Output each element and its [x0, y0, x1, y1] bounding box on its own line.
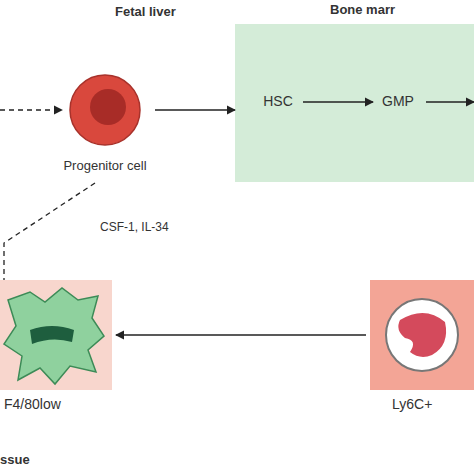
node-label: Progenitor cell [55, 158, 155, 174]
progenitor-cell-nucleus [90, 89, 126, 125]
node-label: HSC [255, 93, 301, 110]
connector-arrow [303, 101, 373, 102]
tissue-macrophage-box: F4/80low [0, 280, 112, 390]
connector-arrow [116, 334, 366, 335]
node-label: F4/80low [4, 396, 61, 413]
monocyte-nucleus [398, 313, 446, 357]
node-label: Ly6C+ [392, 396, 432, 413]
connector-arrow [155, 109, 235, 110]
macrophage-cell [4, 288, 104, 384]
connector-arrow [4, 183, 95, 280]
monocyte-box: Ly6C+ [370, 280, 474, 390]
progenitor-cell-body [70, 75, 140, 145]
monocyte-cell [386, 299, 458, 371]
node-label: Bone marr [330, 2, 395, 18]
node-label: GMP [375, 93, 421, 110]
region-heading: Fetal liver [115, 4, 176, 20]
progenitor-cell: Progenitor cell [55, 72, 155, 177]
hsc-stage: HSC [255, 90, 301, 114]
bone-marrow-band: HSCGMPBone marr [235, 24, 474, 182]
outgoing-arrow [426, 101, 474, 102]
macrophage-nucleus [30, 326, 74, 344]
region-heading: ssue [0, 452, 30, 468]
edge-label: CSF-1, IL-34 [100, 220, 169, 234]
incoming-dashed-arrow [0, 109, 62, 110]
gmp-stage: GMP [375, 90, 421, 114]
